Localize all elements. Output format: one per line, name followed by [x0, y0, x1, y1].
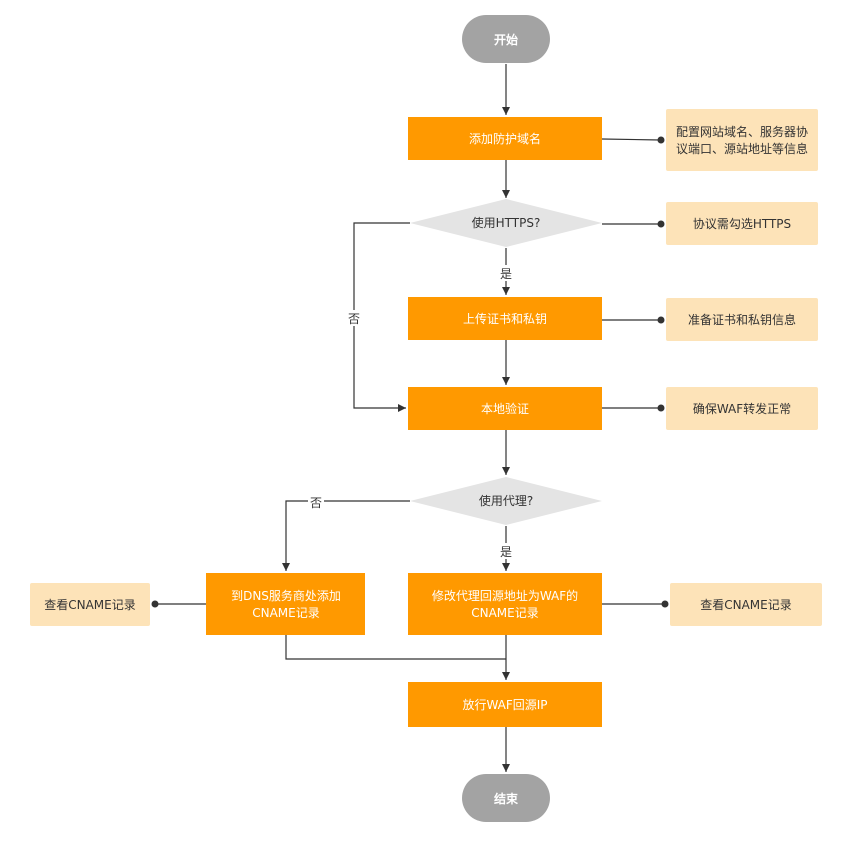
edge-proxy-no: [282, 500, 410, 571]
note-cname-left-label: 查看CNAME记录: [44, 598, 136, 612]
add-domain-label: 添加防护域名: [469, 131, 541, 146]
dns-add-node: 到DNS服务商处添加 CNAME记录: [206, 573, 365, 635]
edge-label-proxy-yes: 是: [500, 545, 512, 559]
upload-cert-node: 上传证书和私钥: [408, 297, 602, 340]
edge-dns-to-merge: [285, 635, 506, 660]
local-verify-node: 本地验证: [408, 387, 602, 430]
note-config-line1: 配置网站域名、服务器协: [676, 124, 808, 139]
allow-waf-label: 放行WAF回源IP: [462, 697, 547, 712]
note-https: 协议需勾选HTTPS: [666, 202, 818, 245]
upload-cert-label: 上传证书和私钥: [463, 311, 547, 326]
note-cert: 准备证书和私钥信息: [666, 298, 818, 341]
note-config: 配置网站域名、服务器协 议端口、源站地址等信息: [666, 109, 818, 171]
start-node: 开始: [462, 15, 550, 63]
note-verify: 确保WAF转发正常: [666, 387, 818, 430]
modify-proxy-label-line1: 修改代理回源地址为WAF的: [432, 588, 578, 603]
note-cname-right: 查看CNAME记录: [670, 583, 822, 626]
start-label: 开始: [494, 32, 518, 47]
edge-label-https-yes: 是: [500, 267, 512, 281]
https-decision-label: 使用HTTPS?: [472, 215, 541, 230]
add-domain-node: 添加防护域名: [408, 117, 602, 160]
note-cert-label: 准备证书和私钥信息: [688, 312, 796, 327]
https-decision: 使用HTTPS?: [410, 199, 602, 247]
dot-cname-left: [151, 600, 159, 608]
edge-label-proxy-no: 否: [310, 496, 322, 510]
proxy-decision: 使用代理?: [410, 477, 602, 525]
local-verify-label: 本地验证: [481, 401, 529, 416]
dns-add-label-line1: 到DNS服务商处添加: [231, 588, 341, 603]
note-link-config: [601, 138, 661, 141]
connector-dots: [151, 136, 669, 608]
dot-config: [657, 136, 665, 144]
edge-label-https-no: 否: [348, 312, 360, 326]
end-node: 结束: [462, 774, 550, 822]
dot-https: [657, 220, 665, 228]
proxy-decision-label: 使用代理?: [479, 493, 533, 508]
dns-add-label-line2: CNAME记录: [252, 606, 320, 620]
edge-https-no: [353, 222, 410, 412]
dot-verify: [657, 404, 665, 412]
note-https-label: 协议需勾选HTTPS: [693, 216, 791, 231]
dot-cert: [657, 316, 665, 324]
note-cname-right-label: 查看CNAME记录: [700, 598, 792, 612]
allow-waf-node: 放行WAF回源IP: [408, 682, 602, 727]
dot-cname-right: [661, 600, 669, 608]
connectors: [156, 64, 664, 772]
end-label: 结束: [494, 791, 519, 806]
modify-proxy-node: 修改代理回源地址为WAF的 CNAME记录: [408, 573, 602, 635]
note-verify-label: 确保WAF转发正常: [693, 401, 791, 416]
note-config-line2: 议端口、源站地址等信息: [676, 141, 808, 156]
modify-proxy-label-line2: CNAME记录: [471, 606, 539, 620]
note-cname-left: 查看CNAME记录: [30, 583, 150, 626]
